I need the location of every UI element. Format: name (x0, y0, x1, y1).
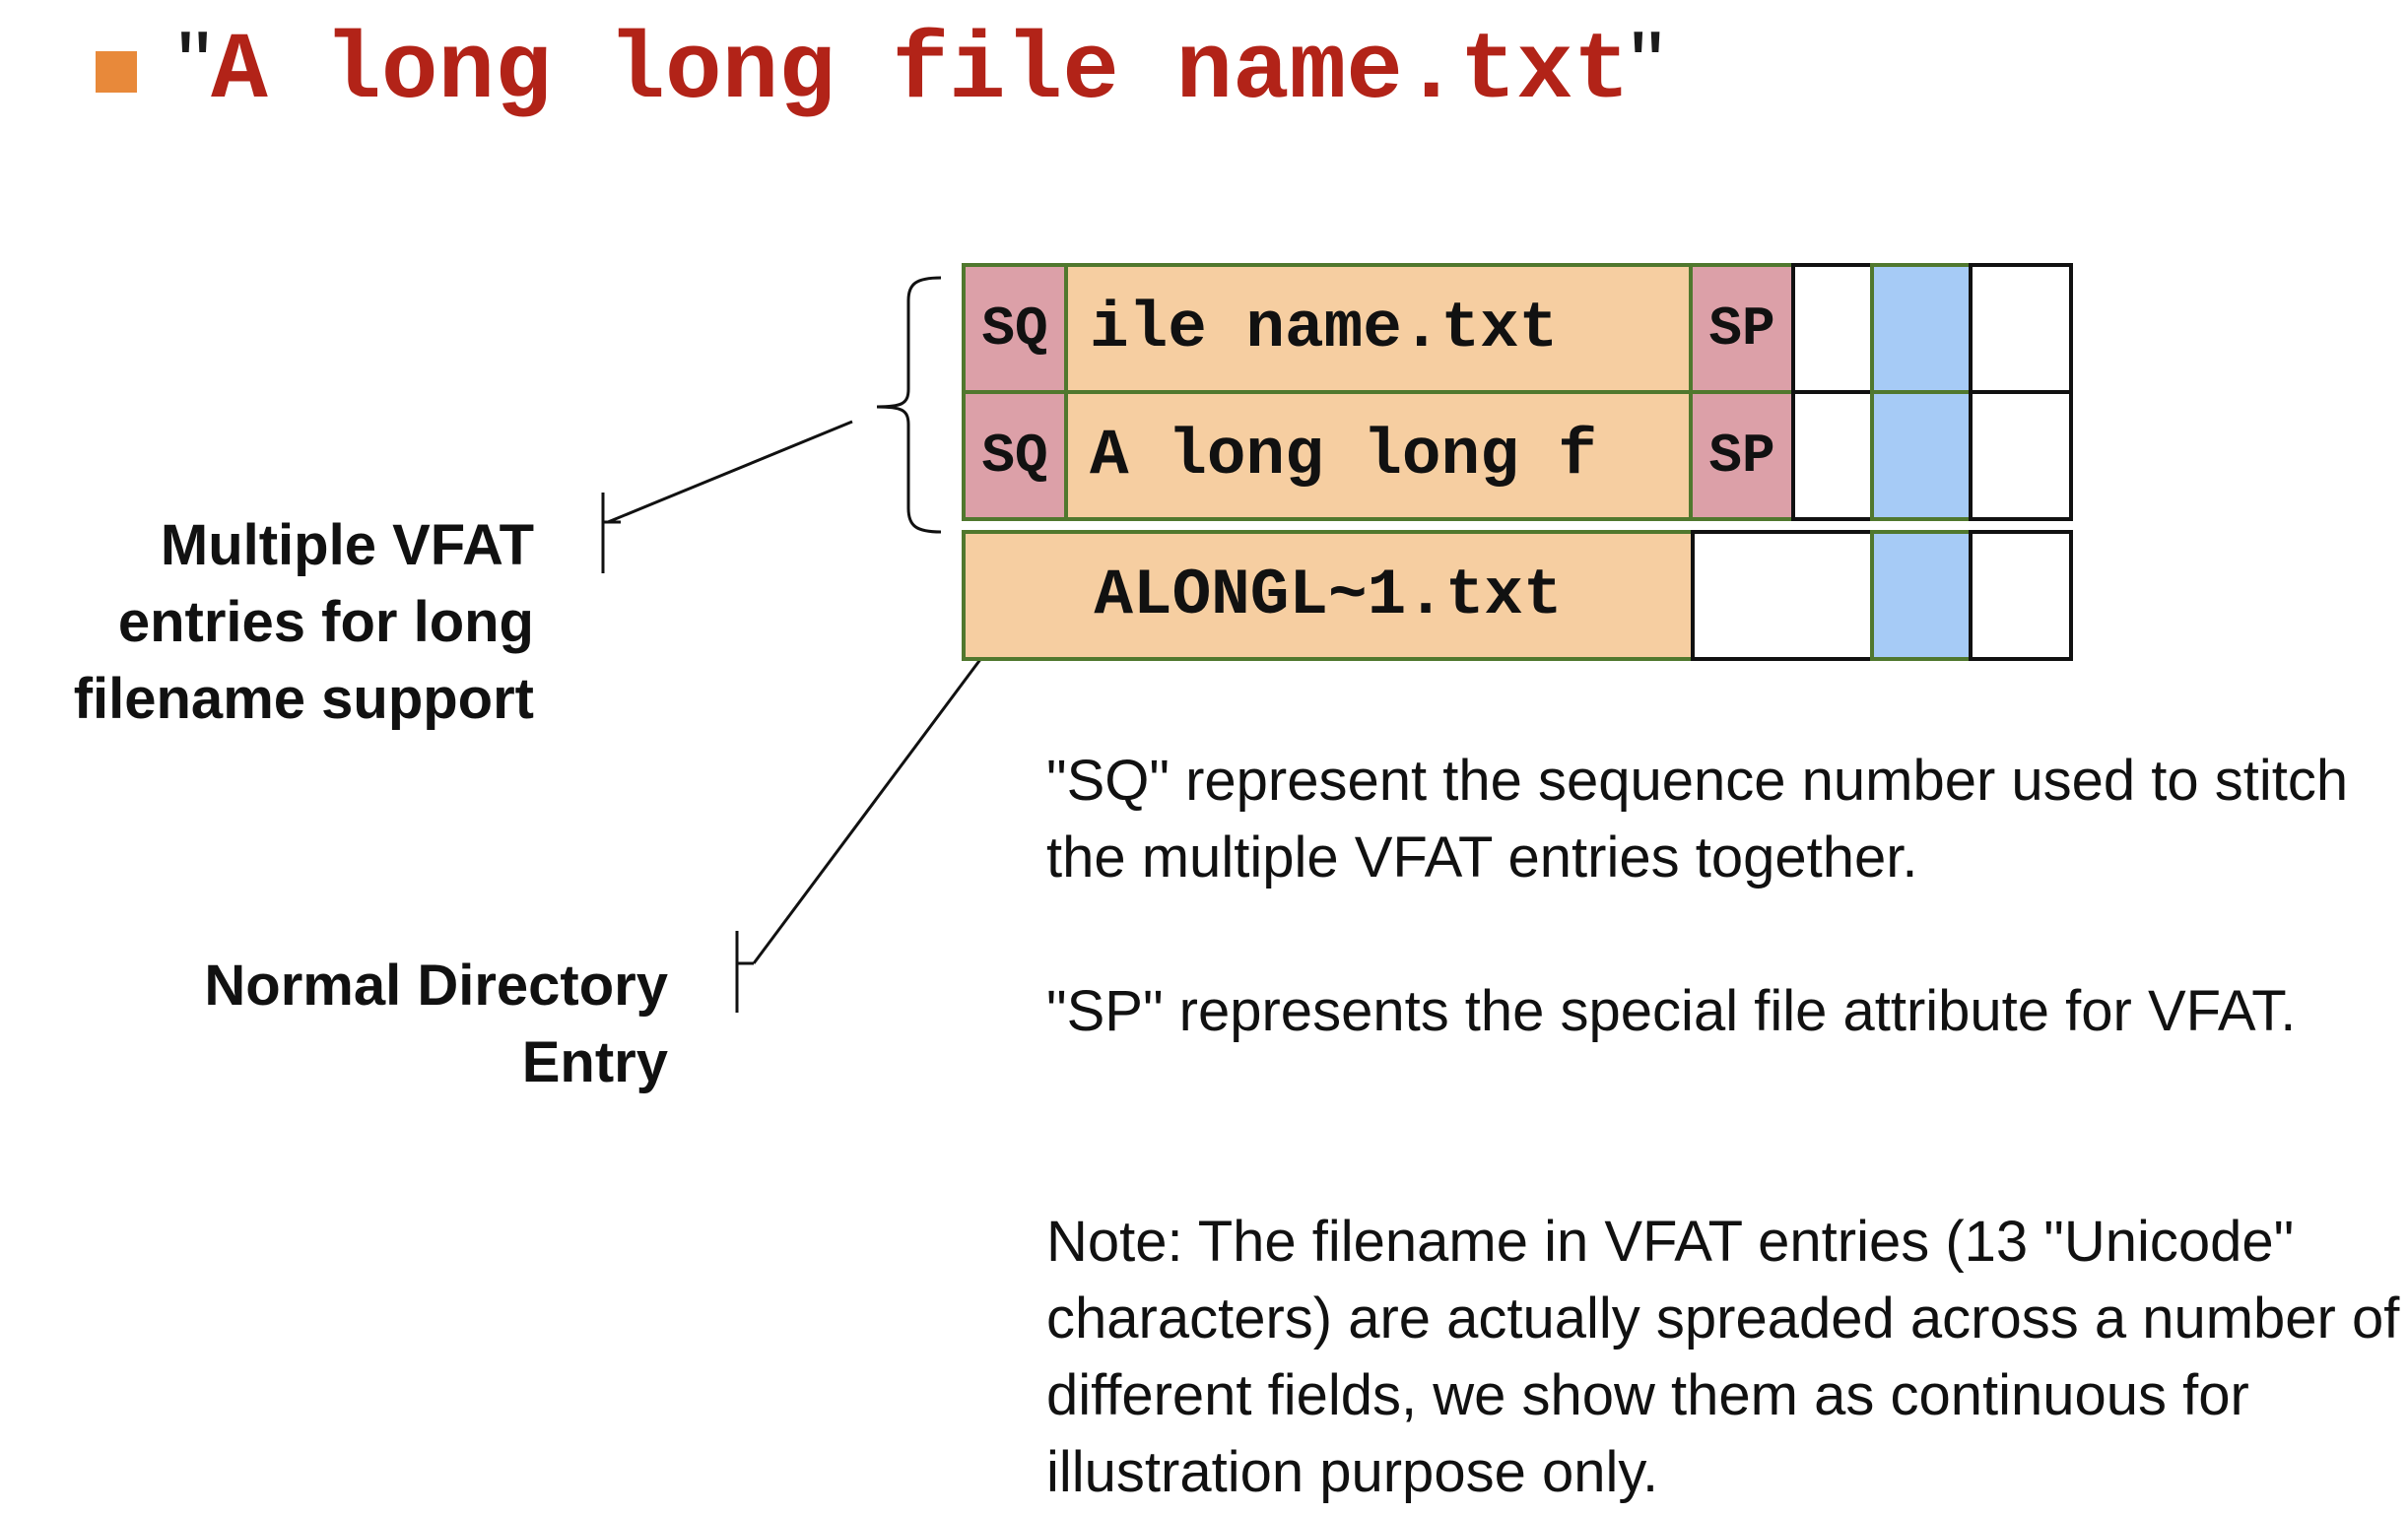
vfat-row2-blank-cell (1791, 390, 1874, 521)
vfat-row1-sq-cell: SQ (962, 263, 1068, 394)
sq-explanation: "SQ" represent the sequence number used … (1046, 749, 2349, 889)
vfat-row1-highlight-cell (1870, 263, 1973, 394)
title-filename: A long long file name.txt (211, 18, 1631, 125)
bullet-square-icon (96, 51, 137, 93)
vfat-curly-brace (876, 276, 942, 534)
vfat-entries-label: Multiple VFAT entries for long filename … (73, 513, 534, 731)
normal-entry-blank-cell (1691, 530, 1874, 661)
normal-entry-name-cell: ALONGL~1.txt (962, 530, 1695, 661)
vfat-row1-end-cell (1969, 263, 2073, 394)
vfat-leader-line (607, 420, 853, 524)
vfat-row2-sp-cell: SP (1689, 390, 1795, 521)
normal-entry-label: Normal Directory Entry (204, 954, 668, 1094)
normal-leader-line (752, 641, 995, 964)
vfat-row1-blank-cell (1791, 263, 1874, 394)
note-explanation: Note: The filename in VFAT entries (13 "… (1046, 1210, 2400, 1504)
vfat-row1-sp-cell: SP (1689, 263, 1795, 394)
vfat-row2-end-cell (1969, 390, 2073, 521)
vfat-row2-name-cell: A long long f (1064, 390, 1693, 521)
vfat-row2-highlight-cell (1870, 390, 1973, 521)
sp-explanation: "SP" represents the special file attribu… (1046, 979, 2297, 1043)
normal-entry-highlight-cell (1870, 530, 1973, 661)
vfat-row1-name-cell: ile name.txt (1064, 263, 1693, 394)
vfat-row2-sq-cell: SQ (962, 390, 1068, 521)
normal-entry-end-cell (1969, 530, 2073, 661)
page-title: "A long long file name.txt" (177, 12, 1664, 125)
